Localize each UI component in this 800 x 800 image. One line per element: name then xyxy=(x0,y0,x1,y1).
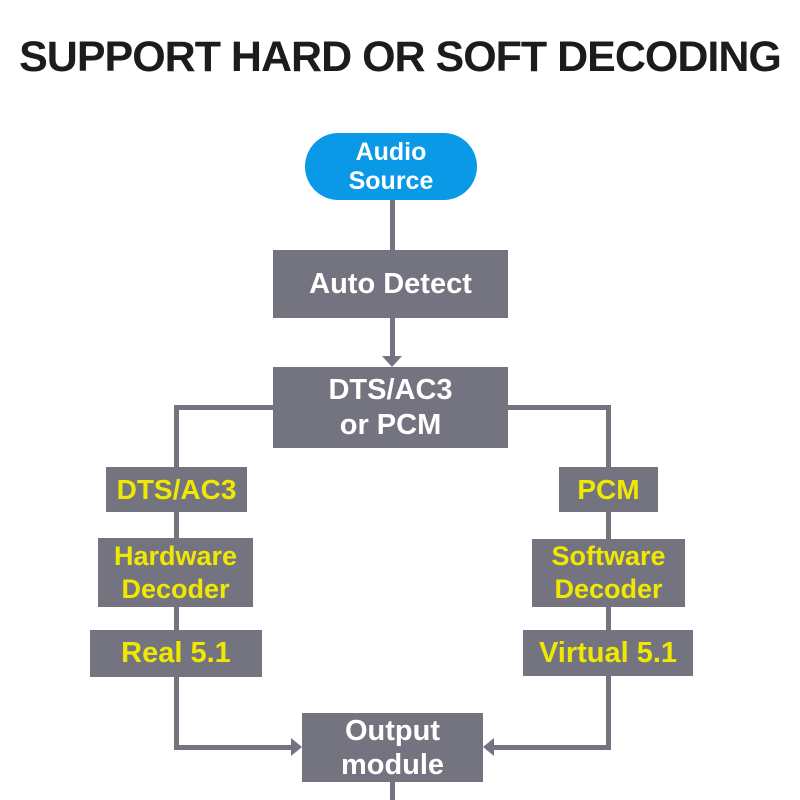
node-hardware-decoder: Hardware Decoder xyxy=(98,538,253,607)
node-software-decoder-label-line1: Software xyxy=(551,541,666,571)
edge-auto-detect-to-dts-ac3-or-pcm xyxy=(390,318,395,357)
node-dts-ac3-label: DTS/AC3 xyxy=(116,473,237,505)
edge-audio-source-to-auto-detect xyxy=(390,200,395,250)
edge-hardware-decoder-to-real-51 xyxy=(174,607,179,630)
node-pcm-label: PCM xyxy=(577,473,640,505)
edge-output-module-bottom xyxy=(390,782,395,800)
node-auto-detect: Auto Detect xyxy=(273,250,508,318)
node-output-module: Output module xyxy=(302,713,483,782)
page-title: SUPPORT HARD OR SOFT DECODING xyxy=(19,33,782,81)
arrowhead-down-icon xyxy=(382,356,402,367)
node-real-51: Real 5.1 xyxy=(90,630,262,677)
node-pcm: PCM xyxy=(559,467,658,512)
edge-software-decoder-to-virtual-51 xyxy=(606,607,611,630)
edge-right-branch-vertical xyxy=(606,405,611,467)
node-software-decoder: Software Decoder xyxy=(532,539,685,607)
edge-dts-ac3-or-pcm-right-horizontal xyxy=(508,405,611,410)
node-hardware-decoder-label-line2: Decoder xyxy=(121,573,230,604)
edge-virtual-51-down-vertical xyxy=(606,676,611,750)
edge-real-51-down-vertical xyxy=(174,677,179,750)
node-output-module-label-line1: Output xyxy=(344,714,440,747)
node-audio-source-label-line2: Source xyxy=(348,166,434,195)
edge-dts-ac3-to-hardware-decoder xyxy=(174,512,179,538)
edge-dts-ac3-or-pcm-left-horizontal xyxy=(174,405,273,410)
node-virtual-51-label: Virtual 5.1 xyxy=(538,636,678,669)
node-dts-ac3-or-pcm-label-line2: or PCM xyxy=(339,408,442,441)
node-audio-source: Audio Source xyxy=(305,133,477,200)
edge-pcm-to-software-decoder xyxy=(606,512,611,539)
arrowhead-right-icon xyxy=(291,738,302,756)
node-output-module-label-line2: module xyxy=(340,748,445,781)
node-dts-ac3-or-pcm: DTS/AC3 or PCM xyxy=(273,367,508,448)
edge-virtual-51-to-output-horizontal xyxy=(494,745,611,750)
node-virtual-51: Virtual 5.1 xyxy=(523,630,693,676)
arrowhead-left-icon xyxy=(483,738,494,756)
node-software-decoder-label-line2: Decoder xyxy=(554,574,663,604)
edge-left-branch-vertical xyxy=(174,405,179,467)
node-dts-ac3-or-pcm-label-line1: DTS/AC3 xyxy=(328,373,453,406)
node-dts-ac3: DTS/AC3 xyxy=(106,467,247,512)
edge-real-51-to-output-horizontal xyxy=(174,745,291,750)
node-audio-source-label-line1: Audio xyxy=(355,137,427,166)
node-real-51-label: Real 5.1 xyxy=(121,637,231,669)
node-hardware-decoder-label-line1: Hardware xyxy=(113,540,238,571)
node-auto-detect-label: Auto Detect xyxy=(309,267,472,300)
